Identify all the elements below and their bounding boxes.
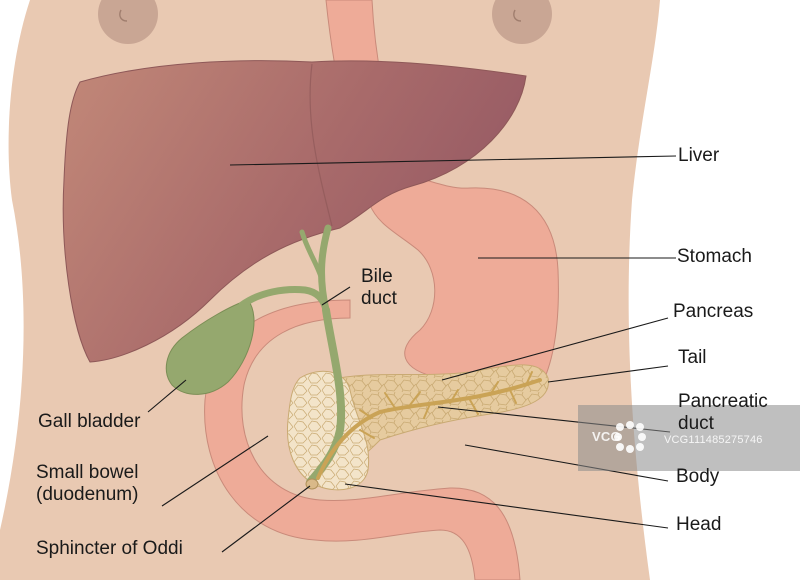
label-pancreatic-duct: Pancreatic duct xyxy=(678,391,768,434)
watermark xyxy=(578,405,800,471)
leader-lines xyxy=(147,155,677,553)
leader-body xyxy=(464,444,669,482)
liver xyxy=(62,60,527,363)
label-liver: Liver xyxy=(678,145,720,166)
right-nipple xyxy=(492,0,552,44)
label-sphincter-of-oddi: Sphincter of Oddi xyxy=(36,538,183,559)
leader-head xyxy=(344,483,669,529)
leader-bile-duct xyxy=(321,286,351,306)
label-stomach: Stomach xyxy=(677,246,752,267)
leader-sphincter xyxy=(221,485,311,553)
left-nipple xyxy=(98,0,158,44)
hepatic-branch xyxy=(299,229,325,283)
watermark-logo-icon xyxy=(614,421,646,453)
label-small-bowel: Small bowel (duodenum) xyxy=(36,462,139,505)
liver-lobe-line xyxy=(309,63,333,227)
hepatic-duct xyxy=(318,224,332,314)
leader-tail xyxy=(547,365,669,383)
pancreas-head xyxy=(286,370,370,491)
leader-small-bowel xyxy=(161,435,269,507)
watermark-logo-text: VCG xyxy=(592,429,621,444)
label-pancreas: Pancreas xyxy=(673,301,754,322)
label-bile-duct: Bile duct xyxy=(361,266,397,309)
watermark-id-text: VCG111485275746 xyxy=(664,434,763,446)
label-gall-bladder: Gall bladder xyxy=(38,411,141,432)
pancreatic-duct xyxy=(316,378,542,480)
label-tail: Tail xyxy=(678,347,707,368)
label-body: Body xyxy=(676,466,720,487)
leader-pancreas xyxy=(441,317,669,381)
leader-gall-bladder xyxy=(147,379,187,413)
label-head: Head xyxy=(676,514,722,535)
gall-bladder xyxy=(165,299,255,395)
leader-liver xyxy=(229,155,677,166)
duodenum xyxy=(204,299,521,580)
pancreatic-duct-branches xyxy=(359,371,533,439)
